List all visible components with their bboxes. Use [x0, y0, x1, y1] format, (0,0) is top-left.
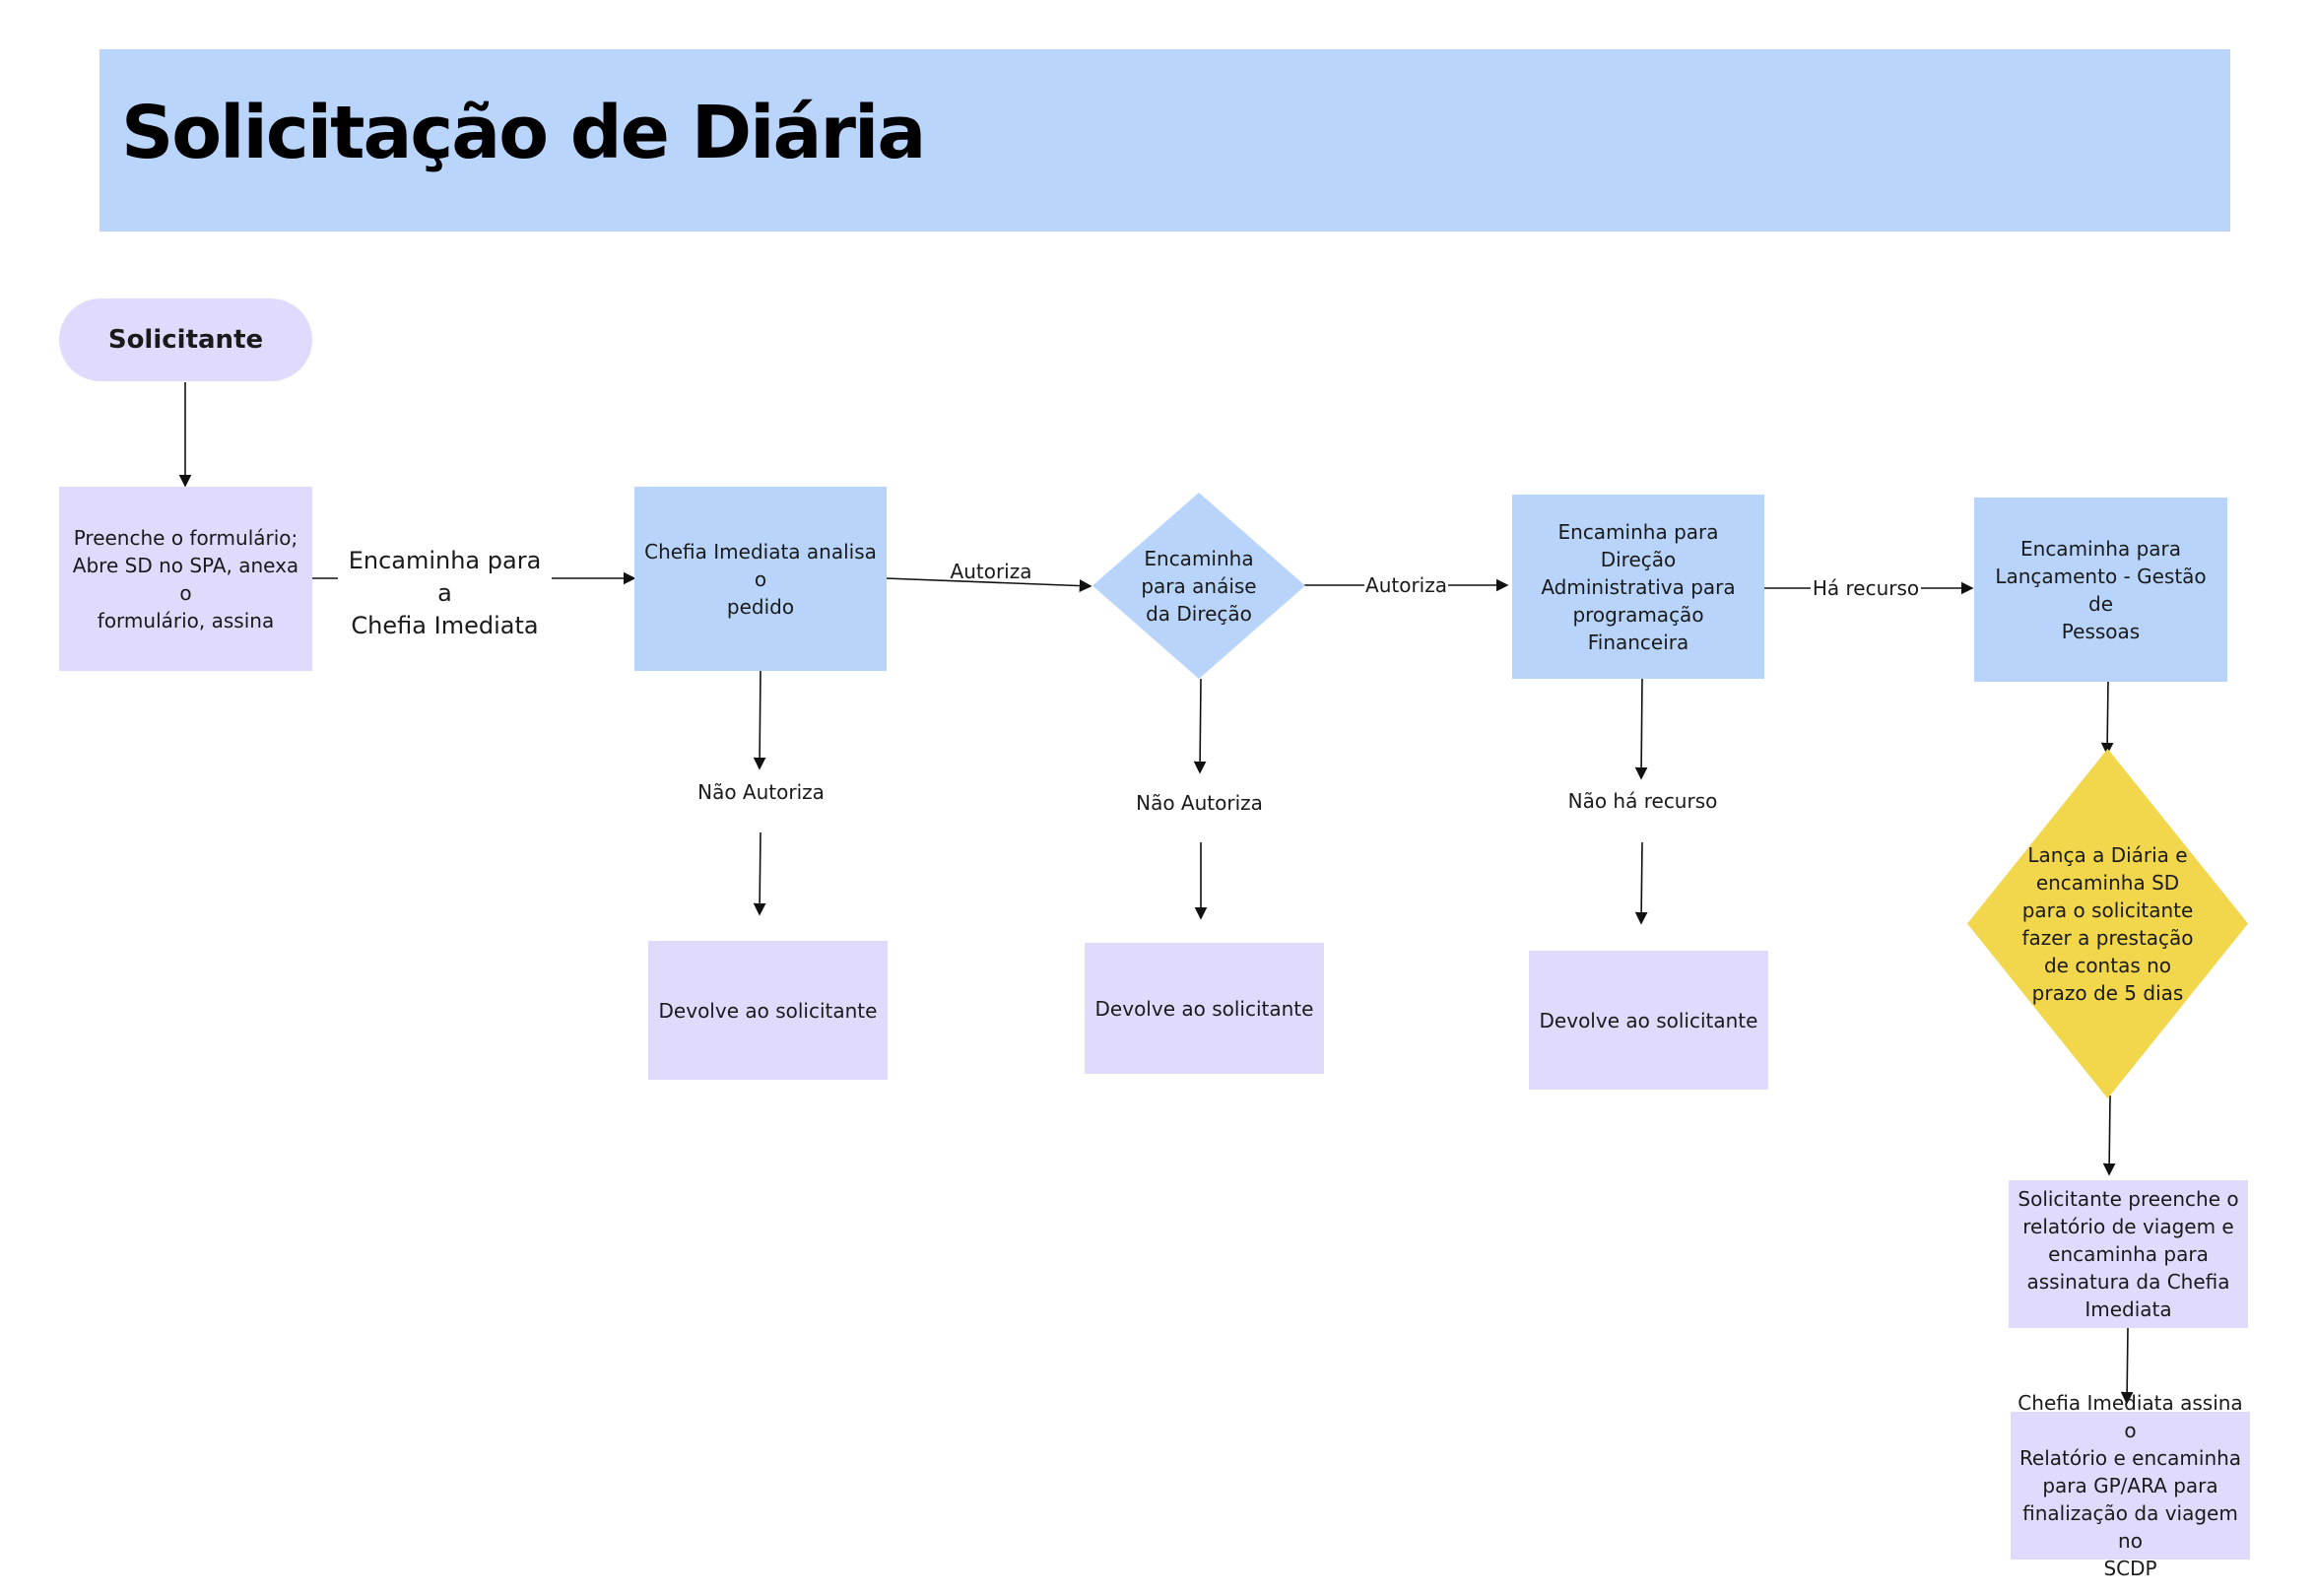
edge-chief-to-direction [885, 577, 1092, 592]
node-return-2: Devolve ao solicitante [1085, 943, 1324, 1074]
node-hr-launch: Encaminha para Lançamento - Gestão de Pe… [1974, 498, 2227, 682]
decision-direction-review-text: Encaminha para anáise da Direção [1141, 546, 1257, 626]
diamond-shape-yellow [1967, 749, 2248, 1098]
node-launch-diaria-text: Lança a Diária e encaminha SD para o sol… [2021, 842, 2194, 1005]
node-return-1: Devolve ao solicitante [648, 941, 888, 1080]
label-has-resource: Há recurso [1811, 574, 1921, 602]
edge-chief-down-1 [753, 669, 766, 770]
page-title: Solicitação de Diária [121, 91, 926, 175]
edge-launch-to-report [2102, 1095, 2116, 1176]
diamond-shape [1092, 493, 1305, 679]
node-admin-direction: Encaminha para Direção Administrativa pa… [1512, 495, 1764, 679]
node-fill-form: Preenche o formulário; Abre SD no SPA, a… [59, 487, 312, 671]
label-to-chief: Encaminha para a Chefia Imediata [338, 545, 552, 642]
edge-report-to-finalize [2120, 1327, 2134, 1405]
edge-hr-to-launch [2100, 679, 2114, 756]
node-return-3: Devolve ao solicitante [1529, 951, 1768, 1090]
edge-direction-down-1 [1193, 678, 1207, 774]
label-no-resource: Não há recurso [1561, 787, 1724, 815]
node-finalize: Chefia Imediata assina o Relatório e enc… [2011, 1391, 2250, 1580]
node-trip-report: Solicitante preenche o relatório de viag… [2009, 1180, 2248, 1328]
edge-admin-down-2 [1634, 841, 1648, 925]
label-not-authorize-2: Não Autoriza [1128, 789, 1271, 817]
node-launch-diaria: Lança a Diária e encaminha SD para o sol… [1967, 749, 2248, 1098]
label-not-authorize-1: Não Autoriza [690, 778, 832, 806]
start-solicitante: Solicitante [59, 299, 312, 381]
label-authorize-2: Autoriza [1364, 571, 1448, 599]
node-chief-analysis: Chefia Imediata analisa o pedido [634, 487, 887, 671]
title-banner: Solicitação de Diária [99, 49, 2230, 232]
decision-direction-review: Encaminha para anáise da Direção [1092, 493, 1305, 679]
edge-chief-down-2 [753, 831, 766, 916]
label-authorize-1: Autoriza [950, 560, 1032, 583]
edge-admin-down-1 [1634, 678, 1648, 780]
